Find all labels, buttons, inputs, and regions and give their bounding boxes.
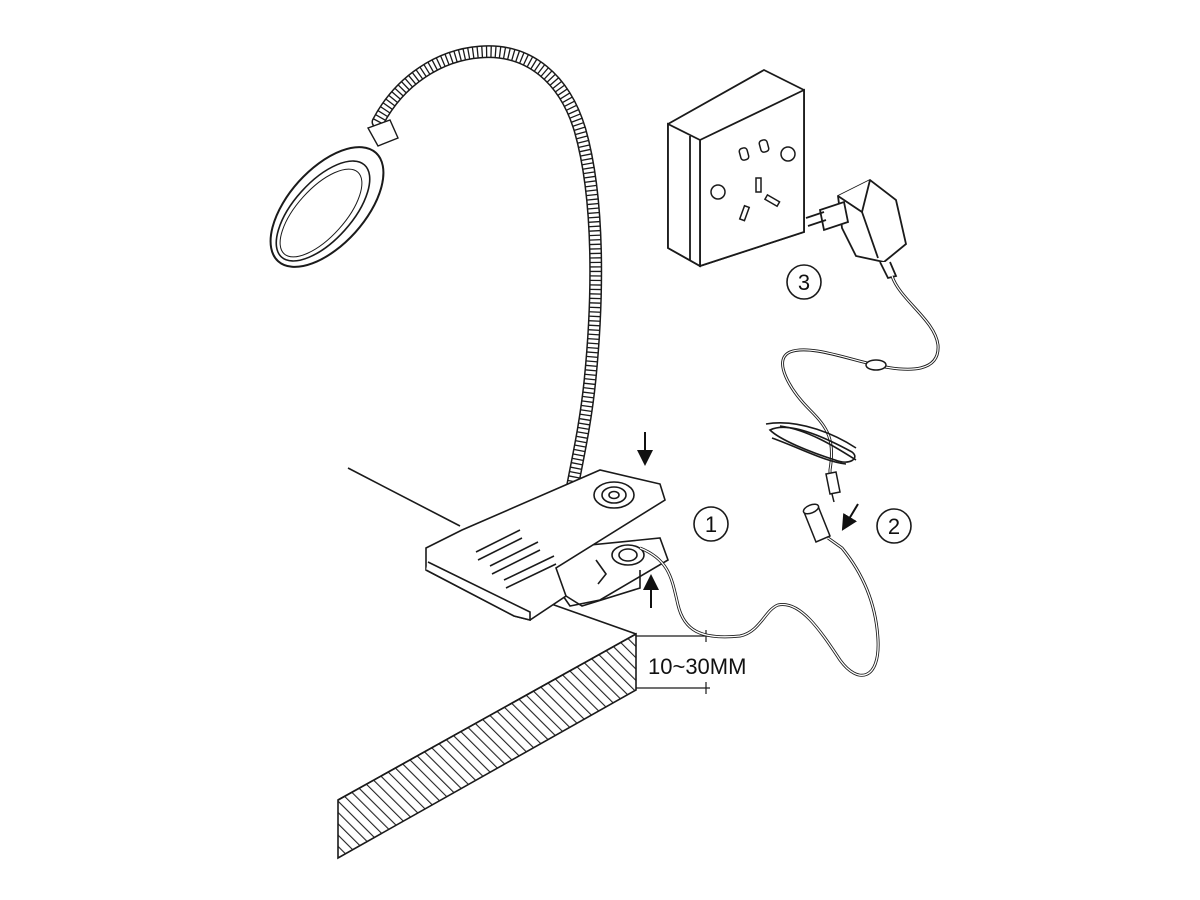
clamp-knob — [593, 481, 635, 509]
lamp — [269, 45, 603, 517]
power-adapter — [805, 178, 908, 280]
lamp-gooseneck — [366, 45, 603, 517]
dc-jack-plug — [825, 471, 841, 503]
cable-coil — [765, 422, 857, 465]
table-edge-face — [337, 632, 637, 860]
table — [337, 467, 637, 860]
arrow-connect-icon — [841, 503, 859, 531]
clamp — [425, 469, 669, 622]
clamp-arrows — [637, 432, 659, 608]
wall-socket — [667, 68, 805, 268]
lamp-head — [269, 146, 385, 268]
socket-holes — [710, 139, 796, 222]
step-number: 1 — [705, 512, 717, 537]
dc-socket-plug — [802, 503, 831, 543]
dimension-marker — [636, 630, 710, 694]
step-marker-1: 1 — [693, 506, 729, 542]
grip-slots — [475, 529, 557, 589]
cable-tie — [865, 359, 887, 371]
step-number: 2 — [888, 514, 900, 539]
clamp-spring — [595, 544, 645, 585]
step-marker-3: 3 — [786, 264, 822, 300]
dimension-label: 10~30MM — [648, 654, 746, 679]
step-number: 3 — [798, 270, 810, 295]
step-marker-2: 2 — [876, 508, 912, 544]
